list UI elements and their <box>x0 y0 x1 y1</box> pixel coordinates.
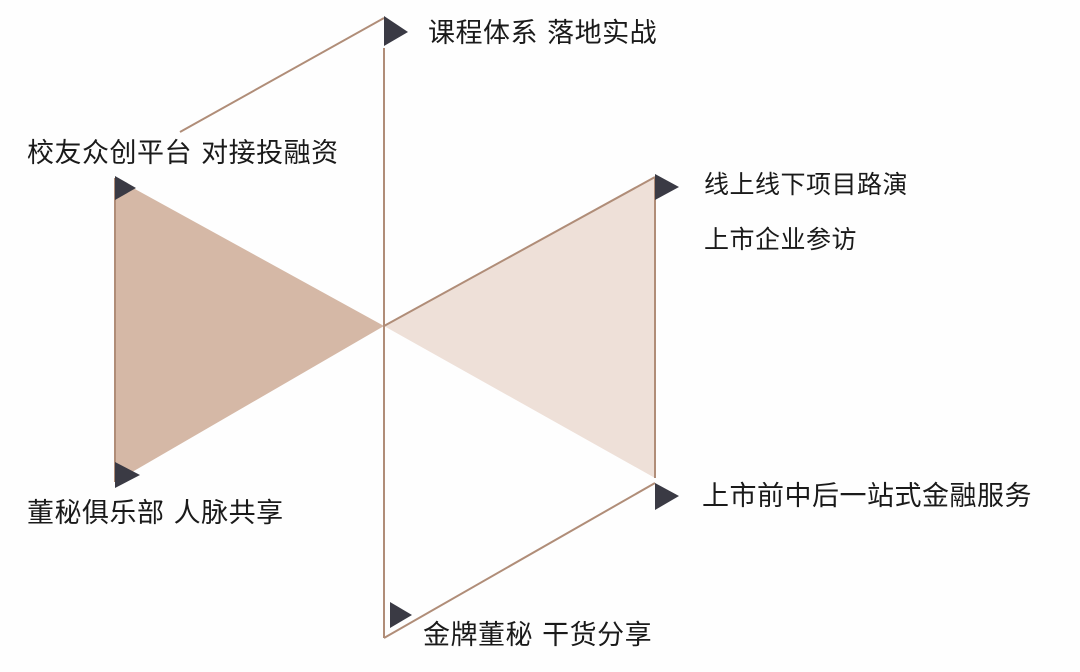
label-right-2: 上市企业参访 <box>704 225 858 254</box>
label-lower-left: 董秘俱乐部 人脉共享 <box>27 498 284 529</box>
top-left-edge <box>179 17 385 133</box>
top-marker-icon <box>384 16 408 46</box>
bottom-right-edge <box>383 482 656 639</box>
lower-right-marker-icon <box>655 483 679 510</box>
label-bottom: 金牌董秘 干货分享 <box>423 620 653 651</box>
label-lower-right: 上市前中后一站式金融服务 <box>702 481 1032 512</box>
left-filled-triangle <box>115 178 384 482</box>
lower-left-marker-icon <box>115 462 140 488</box>
label-upper-left: 校友众创平台 对接投融资 <box>27 138 339 169</box>
upper-left-marker-icon <box>115 176 136 200</box>
label-top: 课程体系 落地实战 <box>428 18 658 49</box>
right-marker-icon <box>655 174 679 200</box>
label-right-1: 线上线下项目路演 <box>704 170 909 199</box>
right-filled-triangle <box>384 177 655 478</box>
right-top-edge <box>383 176 656 327</box>
bottom-marker-icon <box>390 602 412 628</box>
